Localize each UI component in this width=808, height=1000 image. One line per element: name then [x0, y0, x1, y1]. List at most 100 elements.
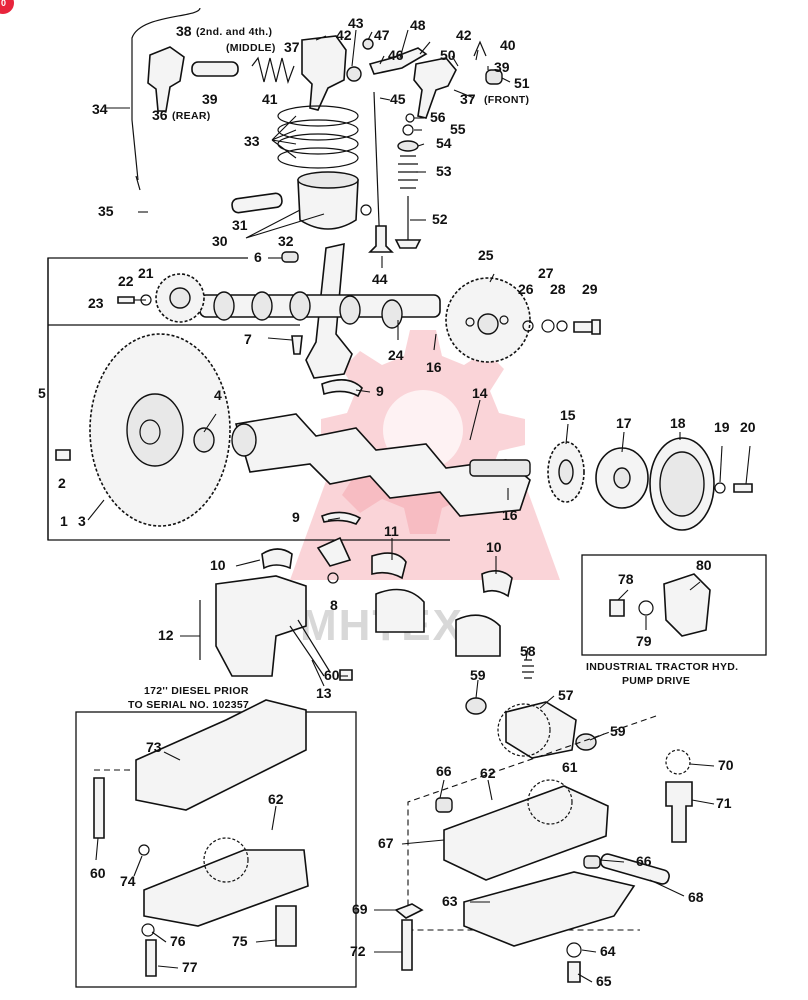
lock-washer-64 [566, 942, 582, 958]
callout-72: 72 [350, 943, 366, 959]
lock-washer-28 [556, 320, 568, 332]
callout-41: 41 [262, 91, 278, 107]
callout-45: 45 [390, 91, 406, 107]
callout-34: 34 [92, 101, 108, 117]
pulley-washer [714, 482, 726, 494]
callout-8: 8 [330, 597, 338, 613]
callout-9-a: 9 [376, 383, 384, 399]
callout-42-b: 42 [456, 27, 472, 43]
main-bearing-cap-rear [215, 575, 307, 677]
callout-68: 68 [688, 889, 704, 905]
note-front: (FRONT) [484, 94, 529, 106]
note-hyd-2: PUMP DRIVE [622, 675, 690, 687]
inset-stud-75 [275, 905, 297, 947]
callout-6: 6 [254, 249, 262, 265]
assembly-frame [47, 257, 450, 541]
callout-60-a: 60 [324, 667, 340, 683]
callout-39-b: 39 [494, 59, 510, 75]
oil-pump-body [443, 785, 609, 881]
callout-31: 31 [232, 217, 248, 233]
rocker-end-plug [485, 69, 503, 85]
bearing-cap-10-left [261, 548, 293, 570]
crank-gear [547, 441, 585, 503]
valve-assembly [394, 113, 422, 249]
piston-pin [231, 192, 283, 214]
callout-11: 11 [384, 523, 399, 539]
note-rear: (REAR) [172, 110, 211, 122]
callout-79: 79 [636, 633, 652, 649]
callout-25: 25 [478, 247, 494, 263]
rocker-clip [368, 47, 428, 75]
callout-38: 38 [176, 23, 192, 39]
callout-37-front: 37 [460, 91, 476, 107]
cap-screw-65 [567, 961, 581, 983]
callout-60-b: 60 [90, 865, 106, 881]
rocker-arm-front [413, 57, 457, 119]
pump-drive-inset-box [581, 554, 767, 656]
corner-badge-text: 0 [1, 0, 7, 8]
crank-hub [595, 447, 649, 509]
callout-14: 14 [472, 385, 488, 401]
oil-line-tube [131, 7, 201, 191]
drive-pin-58 [522, 659, 534, 679]
pump-drive-washer [638, 600, 654, 616]
callout-65: 65 [596, 973, 612, 989]
callout-4: 4 [214, 387, 222, 403]
callout-76: 76 [170, 933, 186, 949]
callout-12: 12 [158, 627, 174, 643]
pilot-bearing [193, 427, 215, 453]
note-hyd-1: INDUSTRIAL TRACTOR HYD. [586, 661, 738, 673]
main-bearing-lower-9 [321, 511, 362, 525]
main-bearing-cap-center [375, 588, 425, 633]
callout-52: 52 [432, 211, 448, 227]
callout-30: 30 [212, 233, 228, 249]
inset-bolt-77 [145, 939, 157, 977]
dowel-8 [327, 572, 339, 584]
callout-73: 73 [146, 739, 162, 755]
piston-crown [297, 171, 359, 189]
callout-46: 46 [388, 47, 404, 63]
callout-77: 77 [182, 959, 198, 975]
callout-59-a: 59 [470, 667, 486, 683]
oil-pump-gear-teeth [497, 703, 551, 757]
rocker-shaft [191, 61, 239, 77]
callout-labels: 38 (2nd. and 4th.) (MIDDLE) 37 42 43 47 … [38, 15, 756, 989]
callout-54: 54 [436, 135, 452, 151]
callout-47: 47 [374, 27, 390, 43]
callout-18: 18 [670, 415, 686, 431]
callout-71: 71 [716, 795, 732, 811]
inset-pump-body-62 [143, 849, 309, 927]
callout-61: 61 [562, 759, 578, 775]
thrust-washer-59-left [465, 697, 487, 715]
adjusting-screw [362, 38, 374, 50]
bearing-cap-10-right [481, 570, 513, 598]
callout-66-b: 66 [636, 853, 652, 869]
main-bearing-upper [321, 379, 363, 398]
flywheel [89, 333, 231, 527]
pump-dash-outline [407, 715, 657, 931]
inset-bolt-60 [93, 777, 105, 839]
oil-pump-drive-gear [505, 701, 577, 759]
callout-70: 70 [718, 757, 734, 773]
callout-48: 48 [410, 17, 426, 33]
thrust-washer-59-right [575, 733, 597, 751]
callout-56: 56 [430, 109, 446, 125]
callout-24: 24 [388, 347, 404, 363]
callout-19: 19 [714, 419, 730, 435]
note-second-fourth: (2nd. and 4th.) [196, 26, 272, 38]
callout-80: 80 [696, 557, 712, 573]
callout-21: 21 [138, 265, 154, 281]
gear-washer-26 [522, 320, 534, 332]
note-diesel-2: TO SERIAL NO. 102357 [128, 699, 249, 711]
callout-10-b: 10 [486, 539, 502, 555]
pump-drive-shaft [609, 599, 625, 617]
main-bearing-11 [371, 552, 407, 580]
inset-washer-74 [138, 844, 150, 856]
callout-23: 23 [88, 295, 104, 311]
tappet [368, 225, 394, 253]
pump-drive-housing [663, 573, 711, 637]
callout-13: 13 [316, 685, 332, 701]
callout-9-b: 9 [292, 509, 300, 525]
callout-44: 44 [372, 271, 388, 287]
